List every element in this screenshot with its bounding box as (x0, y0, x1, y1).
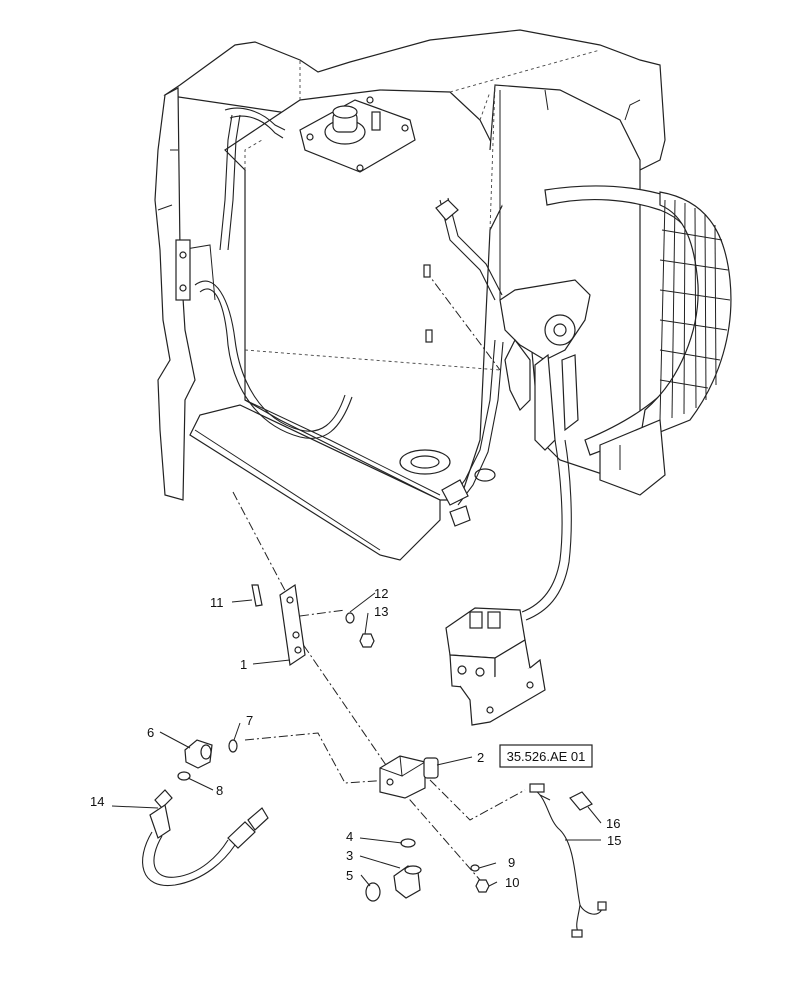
hydraulic-pump (499, 279, 591, 451)
o-ring-part-7 (228, 739, 238, 753)
washer-part-9 (470, 864, 480, 872)
callout-10: 10 (505, 875, 519, 890)
o-ring-part-4 (400, 838, 416, 848)
nut-part-13 (359, 633, 375, 648)
callout-7: 7 (246, 713, 253, 728)
o-ring-part-5 (365, 882, 381, 902)
callout-2: 2 (477, 750, 484, 765)
fan-shroud (544, 185, 732, 456)
callout-13: 13 (374, 604, 388, 619)
hose-part-14 (142, 789, 269, 887)
elbow-fitting-part-3 (393, 865, 422, 899)
elbow-part-6 (184, 739, 213, 769)
callout-16: 16 (606, 816, 620, 831)
callout-5: 5 (346, 868, 353, 883)
reference-box[interactable]: 35.526.AE 01 (499, 744, 593, 768)
callout-9: 9 (508, 855, 515, 870)
callout-14: 14 (90, 794, 104, 809)
callout-8: 8 (216, 783, 223, 798)
callout-3: 3 (346, 848, 353, 863)
leader-lines (111, 592, 602, 887)
bolt-part-11 (251, 584, 263, 607)
callout-6: 6 (147, 725, 154, 740)
washer-part-12 (345, 612, 355, 624)
reference-box-label: 35.526.AE 01 (507, 749, 586, 764)
callout-12: 12 (374, 586, 388, 601)
callout-11: 11 (210, 595, 224, 610)
callout-4: 4 (346, 829, 353, 844)
solenoid-valve-part-2 (379, 755, 439, 799)
callout-labels: 11 1 12 13 6 7 8 14 2 4 3 5 9 10 15 16 (90, 586, 621, 890)
callout-15: 15 (607, 833, 621, 848)
valve-block (445, 607, 546, 726)
filler-cap (299, 96, 416, 173)
nut-part-10 (475, 879, 490, 893)
o-ring-part-8 (177, 771, 191, 781)
wire-harness-part-15 (529, 783, 607, 938)
connector-part-16 (569, 791, 593, 811)
callout-1: 1 (240, 657, 247, 672)
tank-frame-assembly (154, 29, 732, 621)
bracket-part-1 (279, 583, 306, 667)
